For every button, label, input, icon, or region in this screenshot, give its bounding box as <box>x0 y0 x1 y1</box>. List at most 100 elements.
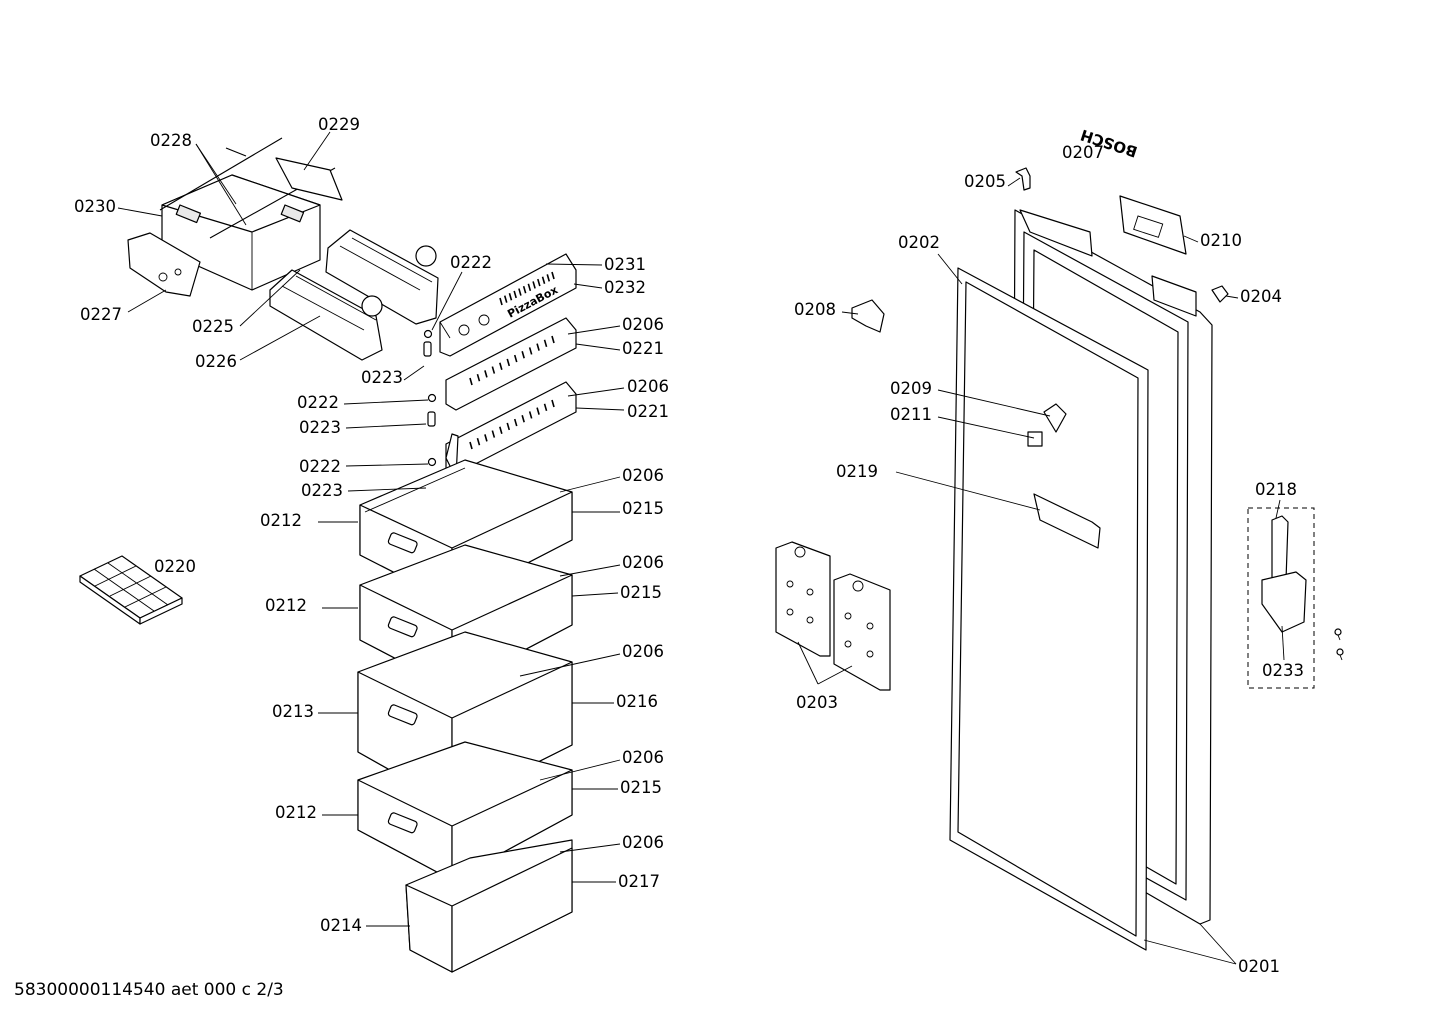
label-0215-b: 0215 <box>620 583 662 602</box>
label-0218: 0218 <box>1255 480 1297 499</box>
leader-line <box>573 283 603 289</box>
vent-slot <box>469 377 473 386</box>
leader-line <box>117 207 163 217</box>
leader-line <box>575 407 625 411</box>
label-0203: 0203 <box>796 693 838 712</box>
leader-line <box>1183 235 1199 243</box>
label-0201: 0201 <box>1238 957 1280 976</box>
leader-line <box>895 471 1041 511</box>
vent-slot <box>513 418 518 427</box>
leader-line <box>937 253 963 285</box>
vent-slot <box>546 274 551 282</box>
leader-line <box>567 387 625 397</box>
vent-slot <box>476 373 481 382</box>
vent-slot <box>508 293 513 301</box>
leader-line <box>1007 177 1021 187</box>
label-0222-b: 0222 <box>297 393 339 412</box>
label-0215-a: 0215 <box>622 499 664 518</box>
label-0233: 0233 <box>1262 661 1304 680</box>
label-0219: 0219 <box>836 462 878 481</box>
label-0209: 0209 <box>890 379 932 398</box>
label-0206-f: 0206 <box>622 748 664 767</box>
label-0229: 0229 <box>318 115 360 134</box>
vent-slot <box>503 295 508 303</box>
label-0231: 0231 <box>604 255 646 274</box>
leader-line <box>797 641 819 685</box>
vent-slot <box>484 370 488 378</box>
label-0225: 0225 <box>192 317 234 336</box>
vent-slot <box>528 347 533 355</box>
label-0217: 0217 <box>618 872 660 891</box>
vent-slot <box>513 290 517 299</box>
label-0206-g: 0206 <box>622 833 664 852</box>
label-0206-a: 0206 <box>622 315 664 334</box>
label-0222-c: 0222 <box>299 457 341 476</box>
label-0213: 0213 <box>272 702 314 721</box>
vent-slot <box>506 422 511 431</box>
vent-slot <box>536 407 540 415</box>
vent-slot <box>543 403 548 412</box>
document-id: 58300000114540 aet 000 c 2/3 <box>14 980 284 1000</box>
vent-slot <box>476 437 481 446</box>
vent-slot <box>484 434 488 442</box>
vent-slot <box>499 297 503 306</box>
label-0210: 0210 <box>1200 231 1242 250</box>
vent-slot <box>536 343 540 351</box>
label-0206-e: 0206 <box>622 642 664 661</box>
label-0216: 0216 <box>616 692 658 711</box>
label-0204: 0204 <box>1240 287 1282 306</box>
vent-slot <box>541 276 546 284</box>
vent-slot <box>543 339 548 348</box>
label-0226: 0226 <box>195 352 237 371</box>
vent-slot <box>551 271 555 280</box>
label-0221-a: 0221 <box>622 339 664 358</box>
label-0220: 0220 <box>154 557 196 576</box>
vent-slot <box>551 335 555 344</box>
leader-line <box>559 843 621 853</box>
vent-slot <box>532 281 536 289</box>
label-0232: 0232 <box>604 278 646 297</box>
vent-slot <box>551 399 555 408</box>
vent-slot <box>518 288 522 296</box>
leader-line <box>431 271 463 331</box>
label-0223-a: 0223 <box>361 368 403 387</box>
label-0212-b: 0212 <box>265 596 307 615</box>
leader-lines <box>117 131 1285 965</box>
vent-slot <box>499 362 503 370</box>
vent-slot <box>527 283 532 292</box>
freezer-drawers <box>357 459 573 973</box>
label-0212-a: 0212 <box>260 511 302 530</box>
leader-line <box>239 269 301 327</box>
vent-slot <box>528 411 533 419</box>
label-0207: 0207 <box>1062 143 1104 162</box>
icemaker-assembly <box>127 137 439 361</box>
vent-slot <box>506 358 511 367</box>
door-hinge-group <box>1247 507 1344 689</box>
leader-line <box>575 343 621 351</box>
vent-slot <box>491 430 496 438</box>
leader-line <box>347 487 427 492</box>
label-0208: 0208 <box>794 300 836 319</box>
vent-slot <box>522 285 527 294</box>
freezer-door-assembly: BOSCH <box>851 126 1229 951</box>
leader-line <box>343 399 429 405</box>
leader-line <box>345 423 427 429</box>
vent-slot <box>469 441 473 450</box>
leader-line <box>559 564 621 577</box>
label-0212-c: 0212 <box>275 803 317 822</box>
label-0206-b: 0206 <box>627 377 669 396</box>
pizzabox-and-shelf-fronts: PizzaBox <box>423 253 577 491</box>
label-0202: 0202 <box>898 233 940 252</box>
leader-line <box>1143 939 1237 965</box>
leader-line <box>345 463 429 467</box>
leader-line <box>841 311 859 315</box>
vent-slot <box>537 278 541 287</box>
label-0205: 0205 <box>964 172 1006 191</box>
leader-line <box>539 759 621 781</box>
label-0223-c: 0223 <box>301 481 343 500</box>
ice-cube-tray <box>79 555 183 625</box>
leader-line <box>571 592 619 597</box>
leader-line <box>127 289 167 313</box>
label-0223-b: 0223 <box>299 418 341 437</box>
